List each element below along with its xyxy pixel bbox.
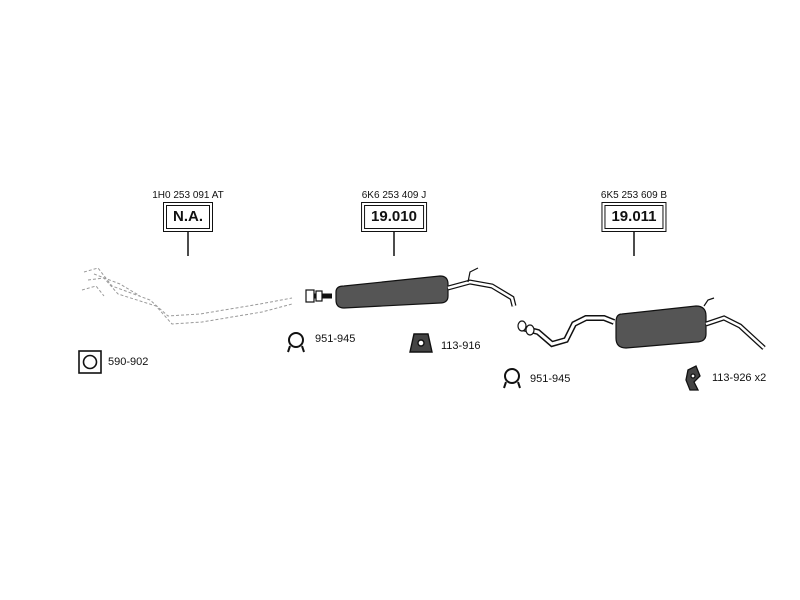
accessory-label-rubber-mount[interactable]: 113-916 [441, 340, 481, 352]
front-pipe-dashed [81, 267, 293, 325]
hanger-icon [685, 365, 701, 391]
accessory-label-clamp-2[interactable]: 951-945 [530, 373, 571, 385]
component-ref-19010: 6K6 253 409 J [361, 190, 427, 201]
clamp-icon [287, 332, 305, 353]
middle-muffler-part [305, 267, 517, 309]
part-code-box-19010[interactable]: 19.010 [364, 205, 424, 229]
accessory-label-clamp-1[interactable]: 951-945 [315, 333, 356, 345]
component-ref-na: 1H0 253 091 AT [152, 190, 224, 201]
part-code-box-19011[interactable]: 19.011 [604, 205, 664, 229]
clamp-icon [503, 368, 521, 389]
part-code-box-na[interactable]: N.A. [166, 205, 210, 229]
accessory-label-hanger[interactable]: 113-926 x2 [712, 372, 767, 384]
gasket-icon [78, 350, 102, 374]
component-ref-19011: 6K5 253 609 B [600, 190, 668, 201]
rubber-mount-icon [409, 333, 433, 353]
rear-muffler-part [517, 297, 766, 350]
accessory-label-gasket[interactable]: 590-902 [108, 356, 149, 368]
